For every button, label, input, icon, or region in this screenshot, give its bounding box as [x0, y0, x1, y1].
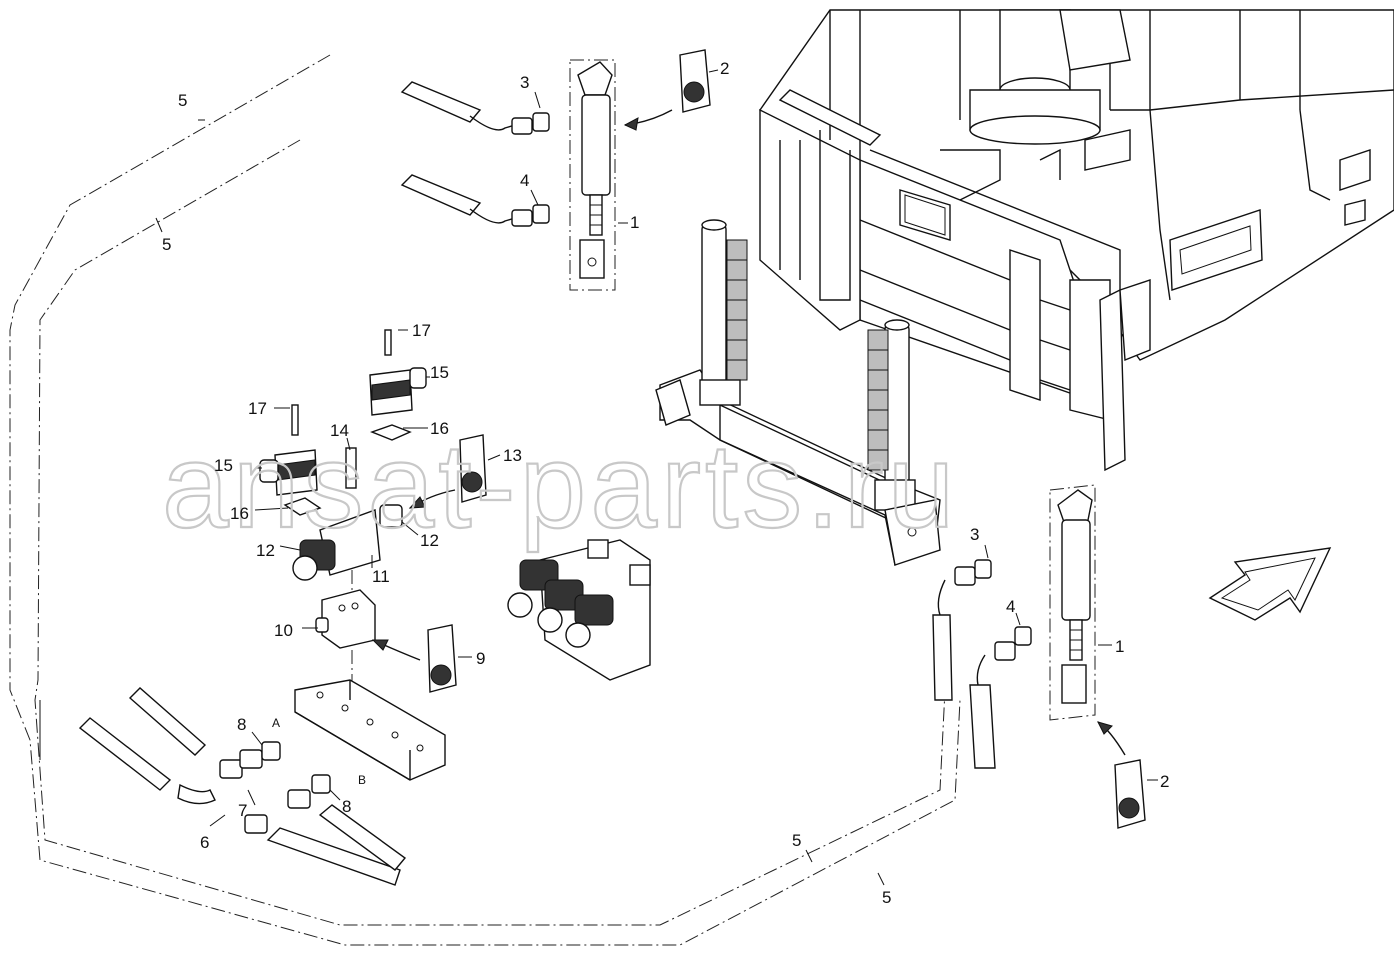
- callout-5: 5: [882, 888, 891, 907]
- callout-9: 9: [476, 649, 485, 668]
- callout-16: 16: [230, 504, 249, 523]
- cylinder-left: [569, 59, 616, 291]
- callout-8: 8: [237, 715, 246, 734]
- hose-fittings-bottom: [78, 687, 407, 886]
- callout-5: 5: [162, 235, 171, 254]
- callout-17: 17: [248, 399, 267, 418]
- manifold-block: [294, 679, 446, 781]
- callout-7: 7: [238, 801, 247, 820]
- callout-10: 10: [274, 621, 293, 640]
- cylinder-carriage: [655, 219, 941, 567]
- watermark: ansat-parts.ru: [162, 419, 958, 553]
- callout-11: 11: [372, 567, 390, 586]
- callout-6: 6: [200, 833, 209, 852]
- callout-2: 2: [1160, 772, 1169, 791]
- direction-arrow-icon: [1208, 547, 1332, 621]
- seal-kit-bags: [427, 49, 1146, 829]
- callout-12: 12: [420, 531, 439, 550]
- callout-5: 5: [792, 831, 801, 850]
- callout-4: 4: [1006, 597, 1015, 616]
- callout-12: 12: [256, 541, 275, 560]
- callout-1: 1: [1115, 637, 1124, 656]
- leader-lines: [155, 69, 1158, 886]
- hose-route-outlines: [9, 54, 961, 946]
- port-label-a: A: [272, 716, 280, 730]
- callout-1: 1: [630, 213, 639, 232]
- callout-4: 4: [520, 171, 529, 190]
- cylinder-right: [1049, 484, 1096, 721]
- pointer-arrows: [371, 109, 1126, 756]
- callout-17: 17: [412, 321, 431, 340]
- callout-15: 15: [214, 456, 233, 475]
- hoses-right: [932, 559, 1032, 769]
- callout-13: 13: [503, 446, 522, 465]
- callout-labels: 1 1 2 2 3 3 4 4 5 5 5 5 6 7 8 8 9 10 11 …: [162, 59, 1169, 907]
- port-label-b: B: [358, 773, 366, 787]
- valve-stack: [507, 539, 651, 681]
- machine-frame: [759, 9, 1394, 472]
- hoses-top: [400, 81, 550, 227]
- callout-2: 2: [720, 59, 729, 78]
- callout-14: 14: [330, 421, 349, 440]
- callout-5: 5: [178, 91, 187, 110]
- callout-8: 8: [342, 797, 351, 816]
- callout-3: 3: [520, 73, 529, 92]
- callout-16: 16: [430, 419, 449, 438]
- callout-15: 15: [430, 363, 449, 382]
- callout-3: 3: [970, 525, 979, 544]
- solenoid-valve-assembly: [259, 329, 427, 690]
